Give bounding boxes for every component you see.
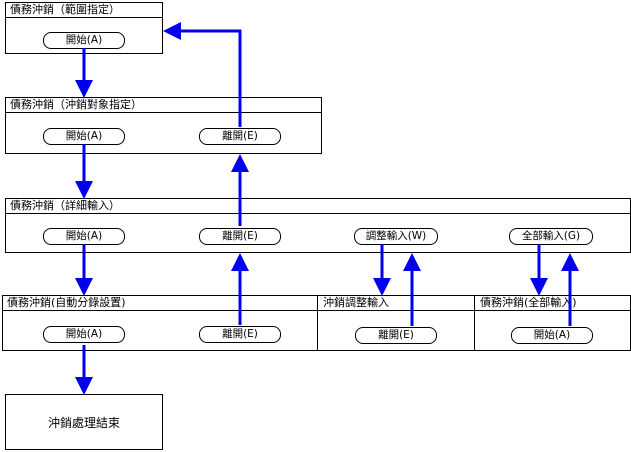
range-screen: 債務沖銷（範圍指定） 開始(A) bbox=[5, 2, 163, 54]
detail-adjust-button[interactable]: 調整輸入(W) bbox=[354, 228, 438, 245]
divider bbox=[474, 296, 475, 350]
detail-start-button[interactable]: 開始(A) bbox=[43, 228, 125, 245]
all-input-screen-title: 債務沖銷(全部輸入) bbox=[480, 296, 577, 309]
divider bbox=[317, 296, 318, 350]
detail-screen: 債務沖銷（詳細輸入） 開始(A) 離開(E) 調整輸入(W) 全部輸入(G) bbox=[5, 198, 631, 253]
detail-all-button[interactable]: 全部輸入(G) bbox=[509, 228, 593, 245]
bottom-row-screen: 債務沖銷(自動分錄設置) 沖銷調整輸入 債務沖銷(全部輸入) 開始(A) 離開(… bbox=[2, 295, 631, 351]
target-screen: 債務沖銷（沖銷對象指定） 開始(A) 離開(E) bbox=[5, 97, 322, 154]
end-box: 沖銷處理結束 bbox=[5, 394, 163, 450]
all-input-start-button[interactable]: 開始(A) bbox=[511, 327, 593, 344]
auto-alloc-start-button[interactable]: 開始(A) bbox=[43, 326, 125, 343]
end-label: 沖銷處理結束 bbox=[47, 415, 120, 430]
auto-alloc-screen-title: 債務沖銷(自動分錄設置) bbox=[7, 296, 126, 309]
bottom-row-header: 債務沖銷(自動分錄設置) 沖銷調整輸入 債務沖銷(全部輸入) bbox=[3, 296, 630, 311]
detail-screen-title: 債務沖銷（詳細輸入） bbox=[6, 199, 630, 214]
target-start-button[interactable]: 開始(A) bbox=[43, 128, 125, 145]
auto-alloc-exit-button[interactable]: 離開(E) bbox=[199, 326, 281, 343]
range-screen-title: 債務沖銷（範圍指定） bbox=[6, 3, 162, 18]
adjust-input-screen-title: 沖銷調整輸入 bbox=[323, 296, 389, 309]
target-exit-button[interactable]: 離開(E) bbox=[199, 128, 281, 145]
target-screen-title: 債務沖銷（沖銷對象指定） bbox=[6, 98, 321, 113]
detail-exit-button[interactable]: 離開(E) bbox=[199, 228, 281, 245]
adjust-input-exit-button[interactable]: 離開(E) bbox=[355, 327, 437, 344]
arrow-target-exit-to-range bbox=[163, 22, 242, 127]
